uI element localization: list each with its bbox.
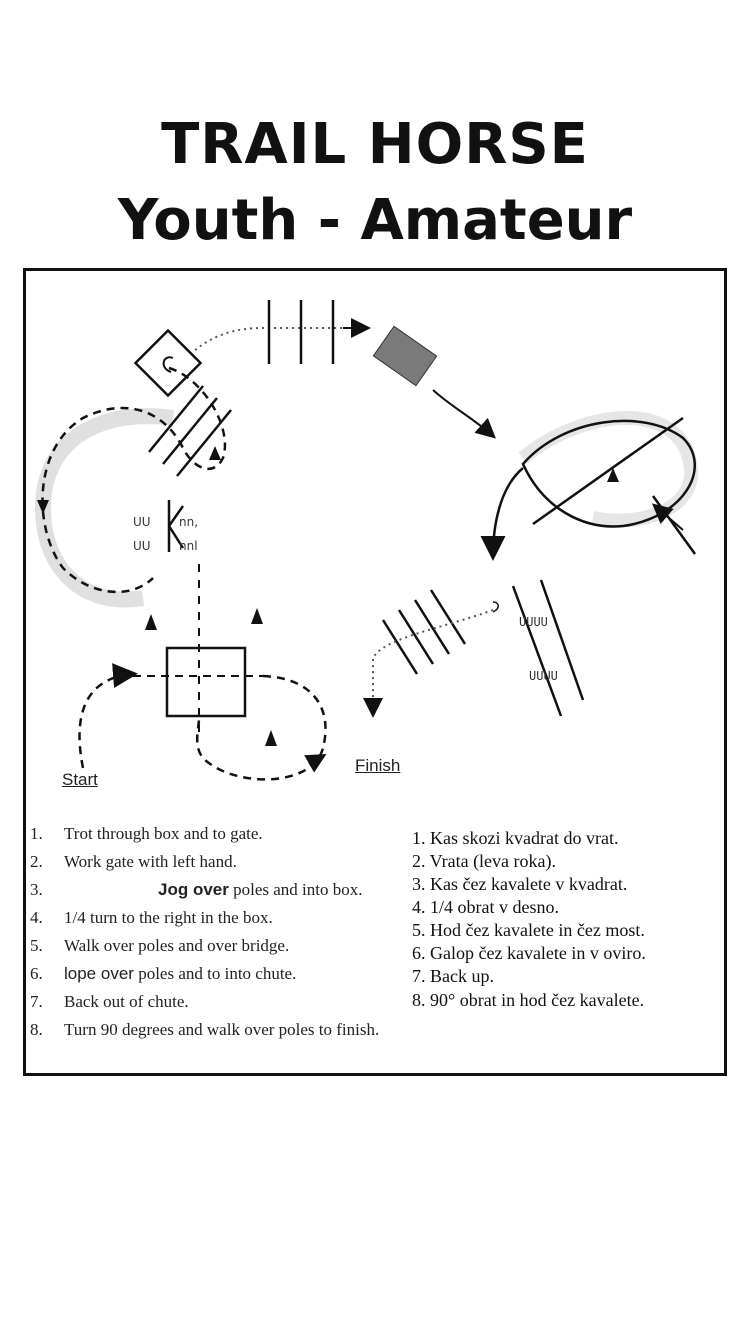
instruction-en-8: 8.Turn 90 degrees and walk over poles to… bbox=[30, 1020, 380, 1039]
svg-text:nn,: nn, bbox=[179, 515, 198, 529]
instruction-sl-8: 8. 90° obrat in hod čez kavalete. bbox=[412, 990, 645, 1010]
instruction-sl-5: 5. Hod čez kavalete in čez most. bbox=[412, 920, 645, 940]
instruction-en-6: 6.lope over poles and to into chute. bbox=[30, 964, 297, 983]
instruction-sl-1: 1. Kas skozi kvadrat do vrat. bbox=[412, 828, 619, 848]
svg-text:nnl: nnl bbox=[179, 539, 198, 553]
instruction-en-7: 7.Back out of chute. bbox=[30, 992, 189, 1011]
title-line-2: Youth - Amateur bbox=[117, 188, 633, 253]
instruction-en-4: 4.1/4 turn to the right in the box. bbox=[30, 908, 273, 927]
instruction-sl-3: 3. Kas čez kavalete v kvadrat. bbox=[412, 874, 628, 894]
gate bbox=[167, 500, 185, 552]
instruction-sl-6: 6. Galop čez kavalete in v oviro. bbox=[412, 943, 646, 963]
start-label: Start bbox=[62, 770, 98, 789]
course-diagram: UUUU UUUU UU UU nn, nnl bbox=[34, 300, 699, 781]
title-line-1: TRAIL HORSE bbox=[161, 112, 589, 177]
poles-lower bbox=[381, 589, 467, 675]
instruction-sl-2: 2. Vrata (leva roka). bbox=[412, 851, 557, 871]
instruction-en-3: 3.Jog over poles and into box. bbox=[30, 880, 363, 899]
svg-text:UUUU: UUUU bbox=[519, 615, 548, 629]
gate-box bbox=[133, 328, 203, 398]
instruction-sl-4: 4. 1/4 obrat v desno. bbox=[412, 897, 559, 917]
chute: UUUU UUUU bbox=[511, 579, 585, 717]
instruction-en-2: 2.Work gate with left hand. bbox=[30, 852, 237, 871]
svg-text:UU: UU bbox=[133, 539, 151, 553]
poles-left bbox=[148, 385, 232, 477]
instruction-sl-7: 7. Back up. bbox=[412, 966, 494, 986]
course-frame bbox=[23, 268, 727, 1076]
svg-text:UU: UU bbox=[133, 515, 151, 529]
finish-label: Finish bbox=[355, 756, 401, 775]
center-box bbox=[165, 646, 247, 718]
svg-text:UUUU: UUUU bbox=[529, 669, 558, 683]
poles-top bbox=[267, 300, 335, 364]
instruction-en-5: 5.Walk over poles and over bridge. bbox=[30, 936, 290, 955]
bridge bbox=[372, 325, 438, 387]
instruction-en-1: 1.Trot through box and to gate. bbox=[30, 824, 263, 843]
